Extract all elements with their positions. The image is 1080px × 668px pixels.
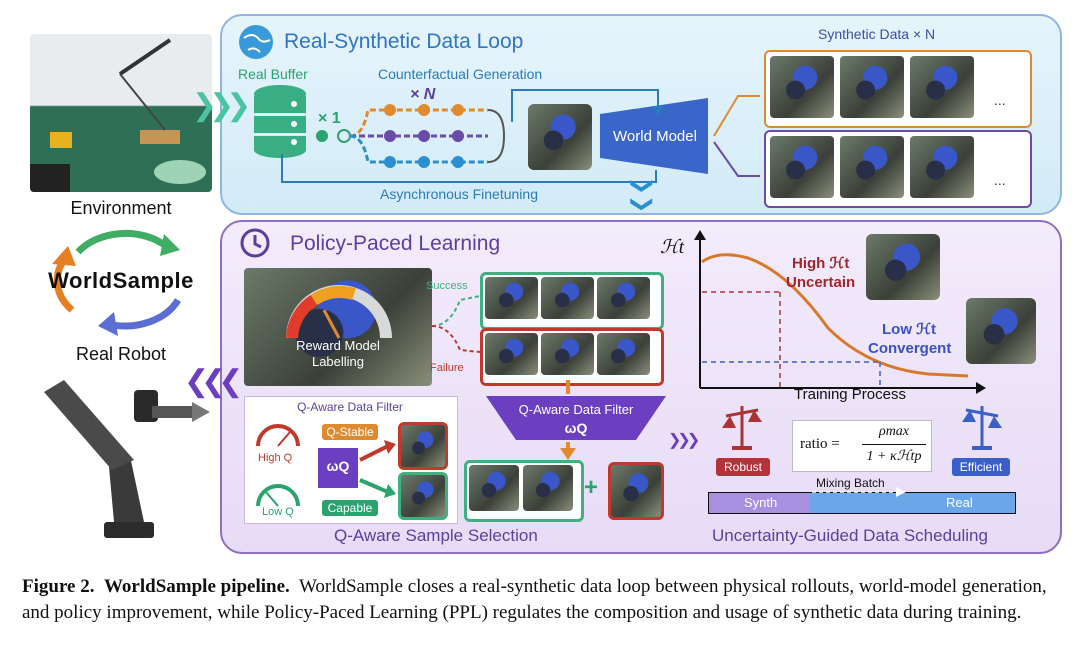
low-q-label: Low Q xyxy=(262,506,294,518)
chevrons-right-small-icon: ❯❯❯ xyxy=(668,432,700,449)
high-uncertainty-frame xyxy=(866,234,940,300)
split-arrows-icon xyxy=(359,440,396,498)
synthetic-frame xyxy=(840,56,904,118)
success-frame xyxy=(485,277,538,319)
success-frame xyxy=(597,277,650,319)
globe-icon xyxy=(239,25,273,59)
chart-convergent-label: Convergent xyxy=(868,340,952,357)
robust-scale-icon xyxy=(722,406,762,450)
synthetic-frame xyxy=(770,56,834,118)
formula-lhs: ratio = xyxy=(800,436,840,452)
selected-failure-frame xyxy=(608,462,664,520)
failure-frame xyxy=(541,333,594,375)
chevrons-down-icon: ❯❯ xyxy=(630,176,656,214)
caption-label: Figure 2. xyxy=(22,576,95,597)
q-stable-frame xyxy=(398,422,448,470)
chart-uncertain-label: Uncertain xyxy=(786,274,856,291)
real-robot-label: Real Robot xyxy=(75,344,167,364)
formula-bar xyxy=(862,444,926,445)
clock-history-icon xyxy=(240,228,270,258)
outcome-arrows xyxy=(431,295,481,353)
environment-scene-illustration xyxy=(30,38,206,192)
ratio-formula-box xyxy=(792,420,932,472)
chart-high-label: High ℋt xyxy=(792,255,850,272)
selected-frame xyxy=(523,465,573,511)
q-filter-funnel xyxy=(486,396,666,440)
scheduling-label: Uncertainty-Guided Data Scheduling xyxy=(712,526,988,545)
high-q-gauge-icon xyxy=(256,424,300,447)
robot-arm-illustration xyxy=(44,380,210,538)
chevrons-left-icon: ❮❮❮ xyxy=(184,365,243,398)
plus-sign: + xyxy=(584,474,599,501)
formula-denominator: 1 + κℋtp xyxy=(866,449,922,464)
counterfactual-branches xyxy=(316,104,506,168)
efficient-tag: Efficient xyxy=(952,458,1010,476)
success-frame xyxy=(541,277,594,319)
synthetic-frame xyxy=(770,136,834,198)
times-one-label: × 1 xyxy=(318,110,341,127)
figure-caption: Figure 2. WorldSample pipeline. WorldSam… xyxy=(22,574,1062,626)
robust-tag: Robust xyxy=(716,458,770,476)
efficient-scale-icon xyxy=(962,406,1002,450)
brand-logo: WorldSample xyxy=(48,268,194,293)
down-arrow-icon xyxy=(560,380,576,460)
synth-label: Synth xyxy=(744,495,778,510)
mixing-batch-label: Mixing Batch xyxy=(816,476,885,490)
q-sample-selection-label: Q-Aware Sample Selection xyxy=(334,526,538,545)
failure-label: Failure xyxy=(430,362,464,374)
failure-frame xyxy=(597,333,650,375)
real-label: Real xyxy=(946,495,973,510)
async-finetune-arrows xyxy=(281,89,760,183)
uncertainty-chart xyxy=(694,230,986,394)
caption-body: WorldSample closes a real-synthetic data… xyxy=(22,576,1047,623)
observation-frame xyxy=(528,104,592,170)
counterfactual-label: Counterfactual Generation xyxy=(378,66,543,82)
omega-q-badge xyxy=(318,448,358,488)
ellipsis: ... xyxy=(994,172,1006,188)
q-filter-funnel-symbol: ωQ xyxy=(564,420,588,436)
success-label: Success xyxy=(426,280,468,292)
selected-frame xyxy=(469,465,519,511)
async-finetune-label: Asynchronous Finetuning xyxy=(380,186,538,202)
synthetic-frame xyxy=(910,56,974,118)
chart-y-label: ℋt xyxy=(660,237,685,258)
caption-heading: WorldSample pipeline. xyxy=(103,576,290,597)
failure-frame xyxy=(485,333,538,375)
batch-arrow xyxy=(812,487,906,497)
world-model-trapezoid xyxy=(600,98,708,174)
synthetic-frame xyxy=(840,136,904,198)
synthetic-data-label: Synthetic Data × N xyxy=(818,26,936,42)
q-filter-funnel-label: Q-Aware Data Filter xyxy=(518,402,634,417)
loop-title: Real-Synthetic Data Loop xyxy=(284,30,524,53)
capable-tag: Capable xyxy=(322,500,378,516)
labelling-label: Labelling xyxy=(311,354,365,369)
capable-frame xyxy=(398,472,448,520)
chart-low-label: Low ℋt xyxy=(882,321,936,338)
synthetic-frame xyxy=(910,136,974,198)
environment-label: Environment xyxy=(70,198,172,218)
real-buffer-label: Real Buffer xyxy=(238,66,308,82)
high-q-label: High Q xyxy=(258,452,293,464)
low-q-gauge-icon xyxy=(256,484,300,507)
q-filter-box-title: Q-Aware Data Filter xyxy=(297,400,403,414)
environment-photo xyxy=(30,34,212,192)
omega-q-label: ωQ xyxy=(326,458,350,474)
reward-model-label: Reward Model xyxy=(296,338,380,353)
low-uncertainty-frame xyxy=(966,298,1036,364)
chevrons-right-icon: ❯❯❯ xyxy=(192,89,251,122)
reward-gauge-icon xyxy=(286,285,392,339)
formula-numerator: ρmax xyxy=(878,424,910,439)
world-model-label: World Model xyxy=(613,128,697,145)
cycle-arrows-icon xyxy=(52,229,182,336)
chart-x-label: Training Process xyxy=(794,386,906,403)
ppl-title: Policy-Paced Learning xyxy=(290,232,501,255)
times-n-label: × N xyxy=(410,86,436,103)
q-stable-tag: Q-Stable xyxy=(322,424,378,440)
ellipsis: ... xyxy=(994,92,1006,108)
database-icon xyxy=(254,85,306,158)
